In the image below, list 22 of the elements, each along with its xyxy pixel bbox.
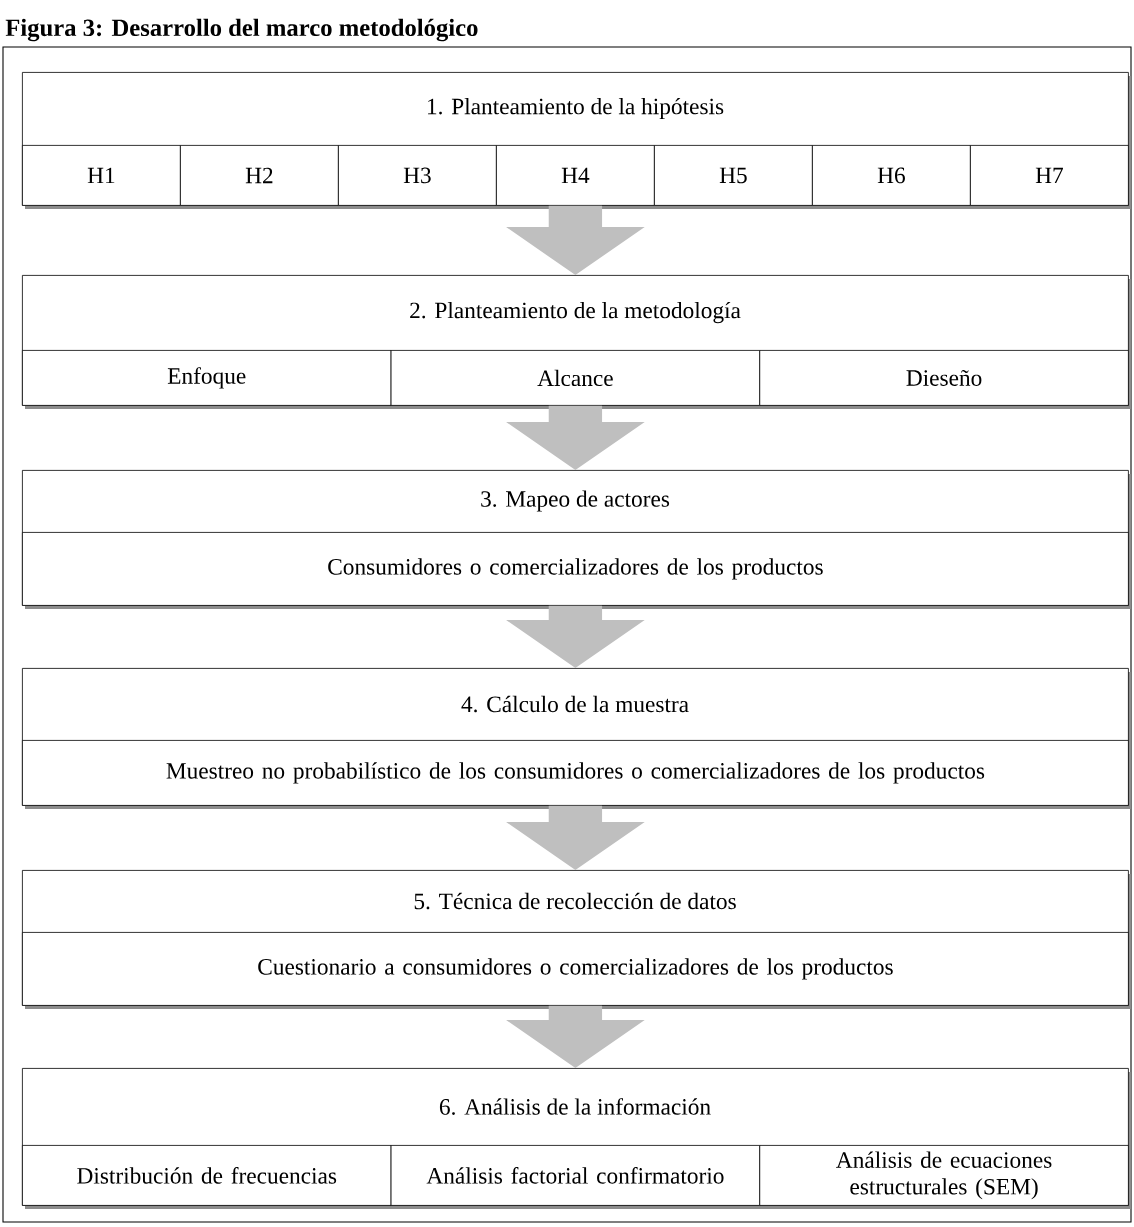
step-cell: H5 [654,145,813,206]
figure-title: Figura 3: Desarrollo del marco metodológico [5,18,478,42]
block-arrow [506,205,645,275]
step-cell: Análisis factorial confirmatorio [390,1145,761,1206]
step-cell: Consumidores o comercializadores de los productos [22,532,1129,606]
step-cell: Distribución de frecuencias [22,1145,392,1206]
step-cell: Alcance [390,350,761,406]
step-cell: Análisis de ecuaciones estructurales (SEM) [759,1145,1129,1206]
step-cell: Dieseño [759,350,1129,406]
step-cell: Cuestionario a consumidores o comercializadores de los productos [22,932,1129,1006]
step-cell: H6 [812,145,971,206]
step-cell: Enfoque [22,350,392,406]
step-cell: H1 [22,145,181,206]
step-cell: H3 [338,145,497,206]
block-arrow [506,405,645,470]
step-cell: H2 [180,145,339,206]
block-arrow [506,1005,645,1068]
block-arrow [506,605,645,668]
step-cell: Muestreo no probabilístico de los consumidores o comercializadores de los productos [22,740,1129,806]
block-arrow [506,805,645,870]
step-cell: H4 [496,145,655,206]
step-cell: H7 [970,145,1129,206]
